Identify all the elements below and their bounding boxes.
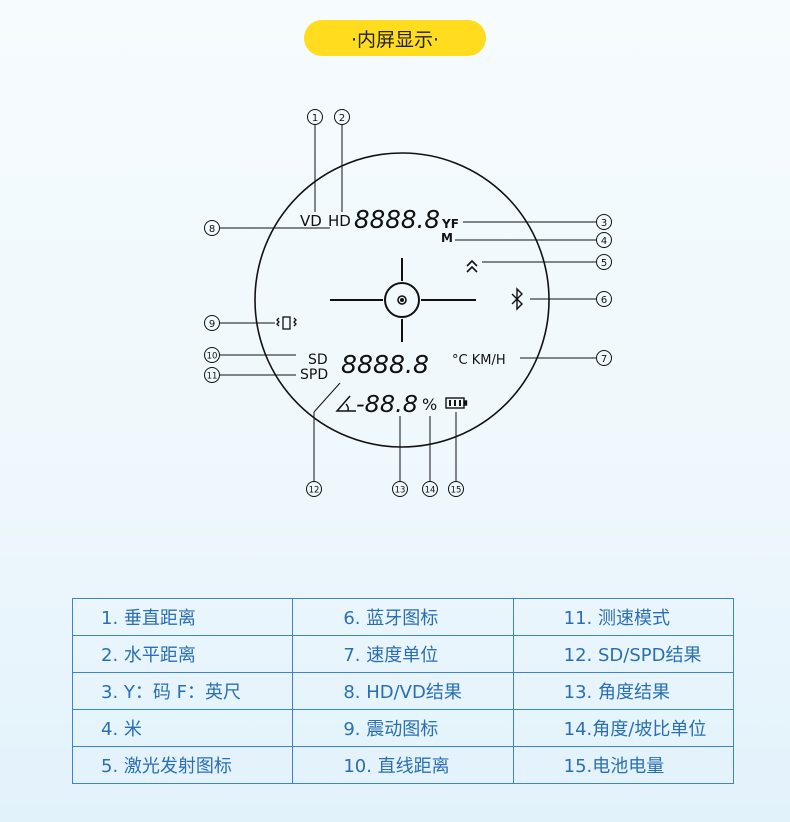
top-digits: 8888.8 [354, 205, 440, 234]
angle-icon [335, 395, 356, 412]
callout-10-label: 10 [207, 352, 218, 362]
lcd-diagram: VD HD 8888.8 YF M SD SPD 8888.8 °C KM/H … [204, 109, 612, 497]
middle-digits: 8888.8 [341, 350, 429, 379]
legend-cell: 3. Y：码 F：英尺 [71, 672, 294, 710]
legend-cell: 14.角度/坡比单位 [512, 709, 735, 747]
legend-cell: 2. 水平距离 [71, 635, 294, 673]
spd-label: SPD [300, 367, 328, 383]
vibration-icon [276, 316, 297, 330]
percent-unit: % [422, 395, 437, 414]
callout-14: 14 [422, 481, 438, 497]
legend-row: 4. 米 9. 震动图标 14.角度/坡比单位 [71, 709, 735, 747]
callout-1: 1 [307, 109, 323, 125]
vd-label: VD [300, 212, 322, 230]
legend-cell: 12. SD/SPD结果 [512, 635, 735, 673]
sd-label: SD [308, 352, 328, 368]
callout-10: 10 [204, 347, 220, 363]
legend-cell: 11. 测速模式 [512, 598, 735, 636]
legend-row: 5. 激光发射图标 10. 直线距离 15.电池电量 [71, 746, 735, 784]
callout-6: 6 [596, 291, 612, 307]
legend-row: 2. 水平距离 7. 速度单位 12. SD/SPD结果 [71, 635, 735, 673]
callout-7: 7 [596, 350, 612, 366]
callout-7-label: 7 [601, 354, 607, 365]
callout-15-label: 15 [451, 486, 462, 496]
legend-table: 1. 垂直距离 6. 蓝牙图标 11. 测速模式 2. 水平距离 7. 速度单位… [71, 598, 735, 784]
crosshair-icon [330, 258, 476, 342]
legend-cell: 8. HD/VD结果 [292, 672, 514, 710]
legend-cell: 10. 直线距离 [292, 746, 514, 784]
legend-cell: 1. 垂直距离 [71, 598, 294, 636]
callout-4-label: 4 [601, 236, 607, 247]
callout-8: 8 [204, 220, 220, 236]
callout-14-label: 14 [425, 486, 436, 496]
callout-11: 11 [204, 367, 220, 383]
legend-row: 1. 垂直距离 6. 蓝牙图标 11. 测速模式 [71, 598, 735, 636]
callout-5: 5 [596, 254, 612, 270]
callout-5-label: 5 [601, 258, 607, 269]
callout-11-label: 11 [207, 372, 218, 382]
bluetooth-icon [511, 287, 523, 311]
page-title: ·内屏显示· [304, 20, 486, 56]
callout-markers: 1 2 3 4 5 6 7 8 9 10 11 12 13 14 15 [204, 109, 612, 497]
callout-4: 4 [596, 232, 612, 248]
unit-m: M [441, 231, 453, 245]
legend-cell: 6. 蓝牙图标 [292, 598, 514, 636]
legend-cell: 5. 激光发射图标 [71, 746, 294, 784]
callout-2-label: 2 [339, 113, 345, 124]
legend-cell: 4. 米 [71, 709, 294, 747]
callout-3: 3 [596, 214, 612, 230]
callout-2: 2 [334, 109, 350, 125]
battery-icon [445, 397, 468, 409]
legend-cell: 15.电池电量 [512, 746, 735, 784]
speed-unit: °C KM/H [452, 353, 506, 368]
unit-yf: YF [441, 217, 459, 231]
callout-9: 9 [204, 315, 220, 331]
legend-cell: 13. 角度结果 [512, 672, 735, 710]
callout-13-label: 13 [395, 486, 406, 496]
angle-digits: -88.8 [356, 392, 418, 418]
callout-13: 13 [392, 481, 408, 497]
callout-3-label: 3 [601, 218, 607, 229]
hd-label: HD [328, 212, 351, 230]
callout-8-label: 8 [209, 224, 215, 235]
legend-row: 3. Y：码 F：英尺 8. HD/VD结果 13. 角度结果 [71, 672, 735, 710]
callout-15: 15 [448, 481, 464, 497]
display-circle [254, 152, 550, 448]
laser-emit-icon [466, 259, 478, 273]
callout-6-label: 6 [601, 295, 607, 306]
legend-cell: 7. 速度单位 [292, 635, 514, 673]
callout-12: 12 [306, 481, 322, 497]
leader-lines [220, 125, 596, 481]
callout-1-label: 1 [312, 113, 318, 124]
callout-12-label: 12 [309, 486, 320, 496]
callout-9-label: 9 [209, 319, 215, 330]
legend-cell: 9. 震动图标 [292, 709, 514, 747]
